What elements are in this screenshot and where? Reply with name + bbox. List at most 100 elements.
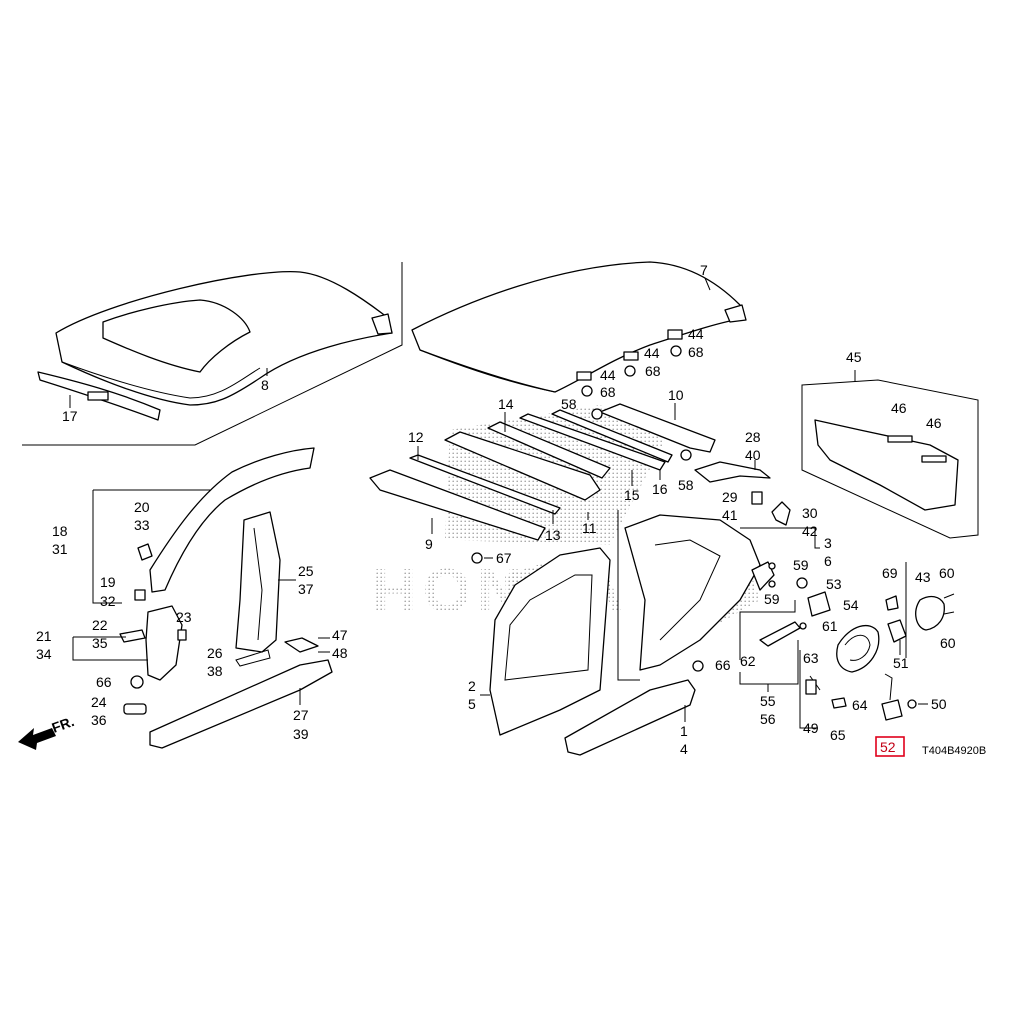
clip-61[interactable] [799, 622, 807, 630]
screw-50[interactable] [907, 699, 917, 709]
callout-56[interactable]: 56 [760, 711, 776, 727]
callout-66-b[interactable]: 66 [715, 657, 731, 673]
callout-29[interactable]: 29 [722, 489, 738, 505]
roof-arch-12[interactable] [409, 454, 561, 515]
callout-69[interactable]: 69 [882, 565, 898, 581]
callout-44-c[interactable]: 44 [600, 367, 616, 383]
callout-59-a[interactable]: 59 [793, 557, 809, 573]
nut-44-a[interactable] [667, 329, 683, 340]
fuel-lock-52[interactable] [881, 699, 903, 721]
bolt-67[interactable] [471, 552, 483, 564]
callout-60-b[interactable]: 60 [940, 635, 956, 651]
callout-3[interactable]: 3 [824, 535, 832, 551]
callout-37[interactable]: 37 [298, 581, 314, 597]
callout-61[interactable]: 61 [822, 618, 838, 634]
callout-66-a[interactable]: 66 [96, 674, 112, 690]
callout-11[interactable]: 11 [582, 520, 597, 536]
cable-64[interactable] [884, 673, 893, 701]
bolt-66-a[interactable] [130, 675, 144, 689]
callout-25[interactable]: 25 [298, 563, 314, 579]
bracket-29[interactable] [751, 491, 763, 505]
nut-44-c[interactable] [576, 371, 592, 381]
clip-58-a[interactable] [591, 408, 603, 420]
actuator-49[interactable] [805, 679, 817, 695]
rear-roof-rail-10[interactable] [599, 403, 716, 453]
callout-21[interactable]: 21 [36, 628, 52, 644]
callout-51[interactable]: 51 [893, 655, 909, 671]
callout-6[interactable]: 6 [824, 553, 832, 569]
callout-42[interactable]: 42 [802, 523, 818, 539]
clip-68-a[interactable] [670, 345, 682, 357]
callout-31[interactable]: 31 [52, 541, 68, 557]
callout-26[interactable]: 26 [207, 645, 223, 661]
callout-33[interactable]: 33 [134, 517, 150, 533]
callout-68-b[interactable]: 68 [645, 363, 661, 379]
callout-36[interactable]: 36 [91, 712, 107, 728]
callout-60-a[interactable]: 60 [939, 565, 955, 581]
screws-60[interactable] [943, 593, 955, 615]
grommet-53[interactable] [796, 577, 808, 589]
spring-51[interactable] [887, 619, 907, 643]
callout-8[interactable]: 8 [261, 377, 269, 393]
callout-52-highlighted[interactable]: 52 [880, 739, 896, 755]
clip-58-b[interactable] [680, 449, 692, 461]
front-side-frame-2[interactable] [489, 547, 611, 736]
rear-quarter-panel-3[interactable] [624, 514, 761, 671]
side-sill-27[interactable] [149, 659, 333, 749]
rear-brace-28[interactable] [694, 461, 771, 483]
callout-68-a[interactable]: 68 [688, 344, 704, 360]
callout-68-c[interactable]: 68 [600, 384, 616, 400]
callout-28[interactable]: 28 [745, 429, 761, 445]
pad-24[interactable] [123, 703, 147, 715]
callout-32[interactable]: 32 [100, 593, 116, 609]
bracket-near-59[interactable] [751, 561, 775, 591]
rail-clip[interactable] [87, 391, 109, 401]
roof-rear-bracket[interactable] [724, 304, 747, 323]
callout-62[interactable]: 62 [740, 653, 756, 669]
callout-44-b[interactable]: 44 [644, 345, 660, 361]
callout-23[interactable]: 23 [176, 609, 192, 625]
callout-12[interactable]: 12 [408, 429, 424, 445]
sunroof-opening[interactable] [102, 299, 251, 373]
pad-46-b[interactable] [921, 455, 947, 463]
callout-41[interactable]: 41 [722, 507, 738, 523]
b-pillar-25[interactable] [235, 511, 281, 653]
fuel-box-54[interactable] [807, 591, 831, 617]
roof-arch-16[interactable] [551, 409, 673, 463]
filler-cap-43[interactable] [915, 595, 945, 631]
callout-64[interactable]: 64 [852, 697, 868, 713]
callout-17[interactable]: 17 [62, 408, 78, 424]
pad-65[interactable] [831, 697, 847, 709]
front-roof-rail-9[interactable] [369, 469, 546, 541]
callout-4[interactable]: 4 [680, 741, 688, 757]
clip-20[interactable] [137, 543, 153, 561]
clip-59-a[interactable] [768, 562, 776, 570]
callout-47[interactable]: 47 [332, 627, 348, 643]
clip-19[interactable] [134, 589, 146, 601]
clip-23[interactable] [177, 629, 187, 641]
callout-13[interactable]: 13 [545, 527, 561, 543]
callout-48[interactable]: 48 [332, 645, 348, 661]
callout-24[interactable]: 24 [91, 694, 107, 710]
callout-2[interactable]: 2 [468, 678, 476, 694]
clip-68-c[interactable] [581, 385, 593, 397]
callout-40[interactable]: 40 [745, 447, 761, 463]
callout-50[interactable]: 50 [931, 696, 947, 712]
callout-19[interactable]: 19 [100, 574, 116, 590]
highlight-52-box[interactable] [875, 736, 905, 757]
bracket-22[interactable] [119, 629, 146, 643]
callout-44-a[interactable]: 44 [688, 326, 704, 342]
pillar-lower-21[interactable] [145, 605, 183, 681]
callout-18[interactable]: 18 [52, 523, 68, 539]
callout-39[interactable]: 39 [293, 726, 309, 742]
callout-7[interactable]: 7 [700, 262, 708, 278]
callout-49[interactable]: 49 [803, 720, 819, 736]
callout-15[interactable]: 15 [624, 487, 640, 503]
side-sill-outer-1[interactable] [564, 679, 696, 756]
callout-63[interactable]: 63 [803, 650, 819, 666]
callout-58-b[interactable]: 58 [678, 477, 694, 493]
callout-65[interactable]: 65 [830, 727, 846, 743]
fuel-lid-hinge-62[interactable] [759, 621, 801, 647]
callout-46-b[interactable]: 46 [926, 415, 942, 431]
callout-38[interactable]: 38 [207, 663, 223, 679]
